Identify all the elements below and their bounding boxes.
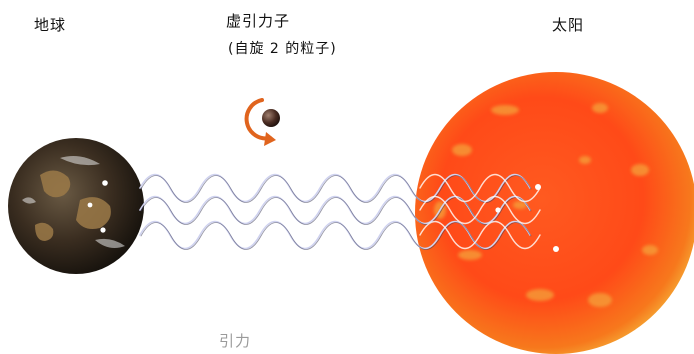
earth-label: 地球 (34, 16, 67, 34)
particle-dots (87, 180, 559, 252)
graviton-waves (139, 173, 541, 250)
graviton-label: 虚引力子 (226, 12, 291, 30)
earth (8, 138, 144, 274)
spin-label: (自旋 2 的粒子) (228, 41, 337, 57)
sun (415, 72, 694, 354)
sun-label: 太阳 (552, 16, 585, 34)
circular-arrow-icon (244, 98, 280, 146)
gravity-label: 引力 (219, 332, 252, 350)
